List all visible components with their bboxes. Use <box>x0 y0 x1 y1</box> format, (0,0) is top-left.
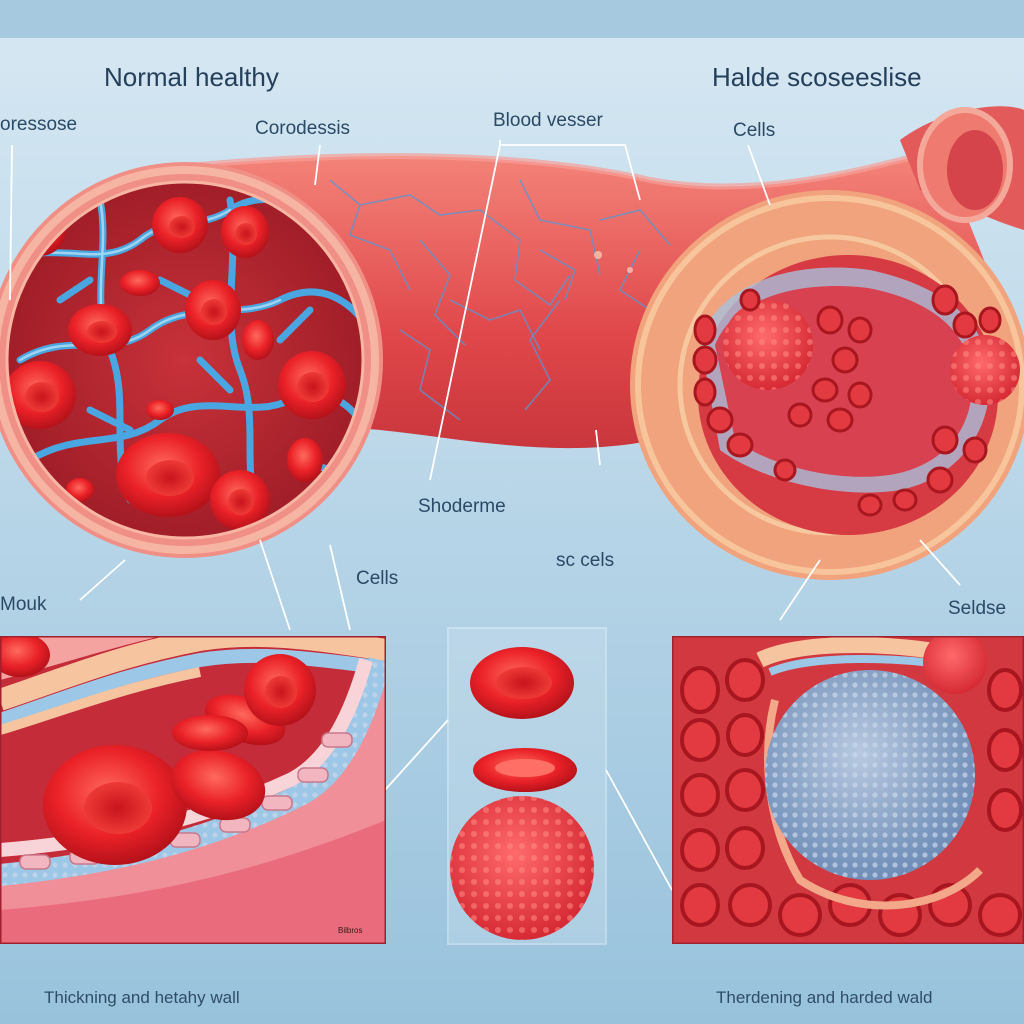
heading-normal-healthy: Normal healthy <box>104 62 279 92</box>
inset-hardened-wall <box>672 636 1024 944</box>
packed-red-cells <box>692 284 1002 517</box>
label-seldse: Seldse <box>948 598 1007 619</box>
caption-right: Therdening and harded wald <box>716 988 933 1007</box>
label-oressose: oressose <box>0 114 78 135</box>
caption-left: Thickning and hetahy wall <box>44 988 240 1007</box>
label-mouk: Mouk <box>0 594 47 615</box>
label-corodessis: Corodessis <box>255 118 351 139</box>
top-band <box>0 0 1024 38</box>
leader-lines <box>9 140 961 891</box>
diseased-cross-section <box>630 190 1024 580</box>
inset-cell-types <box>447 627 607 945</box>
label-blood-vessel: Blood vesser <box>493 110 603 131</box>
label-sc-cels: sc cels <box>556 550 615 571</box>
red-blood-cells-healthy <box>7 197 346 530</box>
vessel-end-top-right <box>900 106 1024 230</box>
label-tiny-mark: Bilbros <box>338 926 363 935</box>
label-cells-right: Cells <box>733 120 776 141</box>
healthy-cross-section <box>0 162 383 558</box>
label-shoderme: Shoderme <box>418 496 506 517</box>
label-cells-mid: Cells <box>356 568 399 589</box>
heading-diseased: Halde scoseeslise <box>712 62 922 92</box>
inset-healthy-wall <box>0 636 386 944</box>
